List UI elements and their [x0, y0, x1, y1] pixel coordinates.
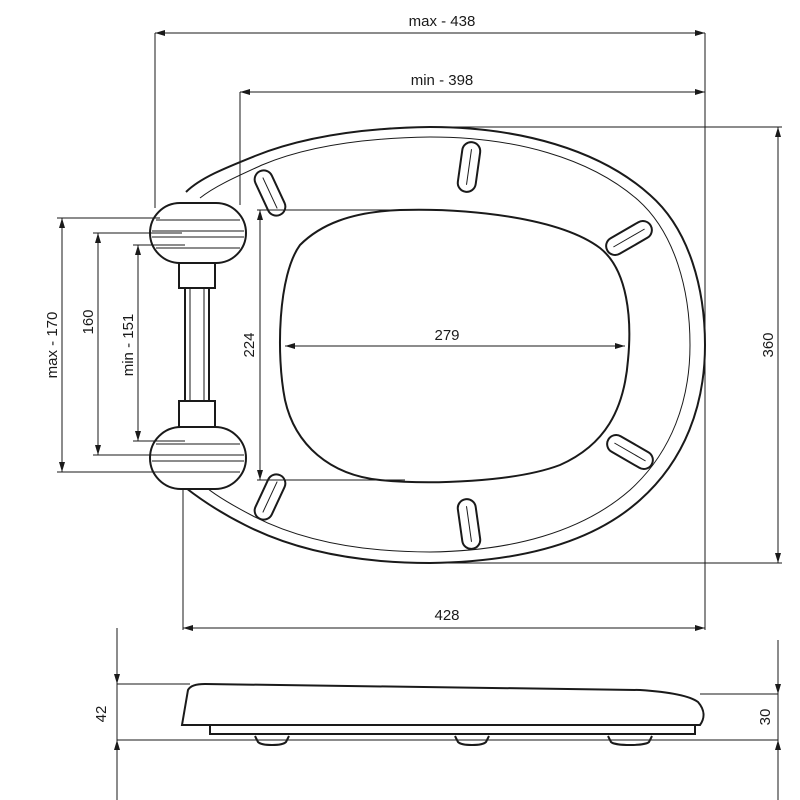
- bumper-slot: [253, 473, 287, 521]
- bumper-slot: [606, 434, 654, 470]
- label-42: 42: [93, 706, 110, 723]
- seat-inner-rim: [199, 136, 691, 553]
- label-max-438: max - 438: [409, 13, 476, 30]
- hinge-collar-top: [178, 261, 216, 289]
- dimension-lines: [57, 30, 782, 631]
- hinge-collar-bottom: [178, 400, 216, 428]
- seat-opening: [279, 208, 631, 484]
- label-max-170: max - 170: [44, 312, 61, 379]
- side-foot: [607, 735, 653, 746]
- hinge-knob-bottom: [149, 426, 247, 490]
- label-min-398: min - 398: [411, 72, 474, 89]
- side-foot: [254, 735, 290, 746]
- label-428: 428: [434, 607, 459, 624]
- hinge-shaft: [184, 284, 210, 406]
- label-279: 279: [434, 327, 459, 344]
- side-foot: [454, 735, 490, 746]
- side-profile-base: [209, 725, 696, 735]
- hinge-assembly: [149, 202, 247, 490]
- seat-top-view: [185, 125, 707, 565]
- seat-side-view: 42 30: [93, 628, 781, 800]
- bumper-slot: [456, 498, 482, 550]
- hinge-knob-top: [149, 202, 247, 264]
- dimension-labels: max - 438 min - 398 279 224 360 428 max …: [44, 13, 777, 624]
- bumper-slot: [605, 220, 653, 256]
- label-160: 160: [80, 309, 97, 334]
- label-min-151: min - 151: [120, 314, 137, 377]
- bumper-slot: [456, 141, 482, 193]
- label-224: 224: [241, 332, 258, 357]
- label-30: 30: [757, 709, 774, 726]
- side-profile-top: [180, 682, 705, 726]
- label-360: 360: [760, 332, 777, 357]
- bumper-slot: [253, 169, 287, 217]
